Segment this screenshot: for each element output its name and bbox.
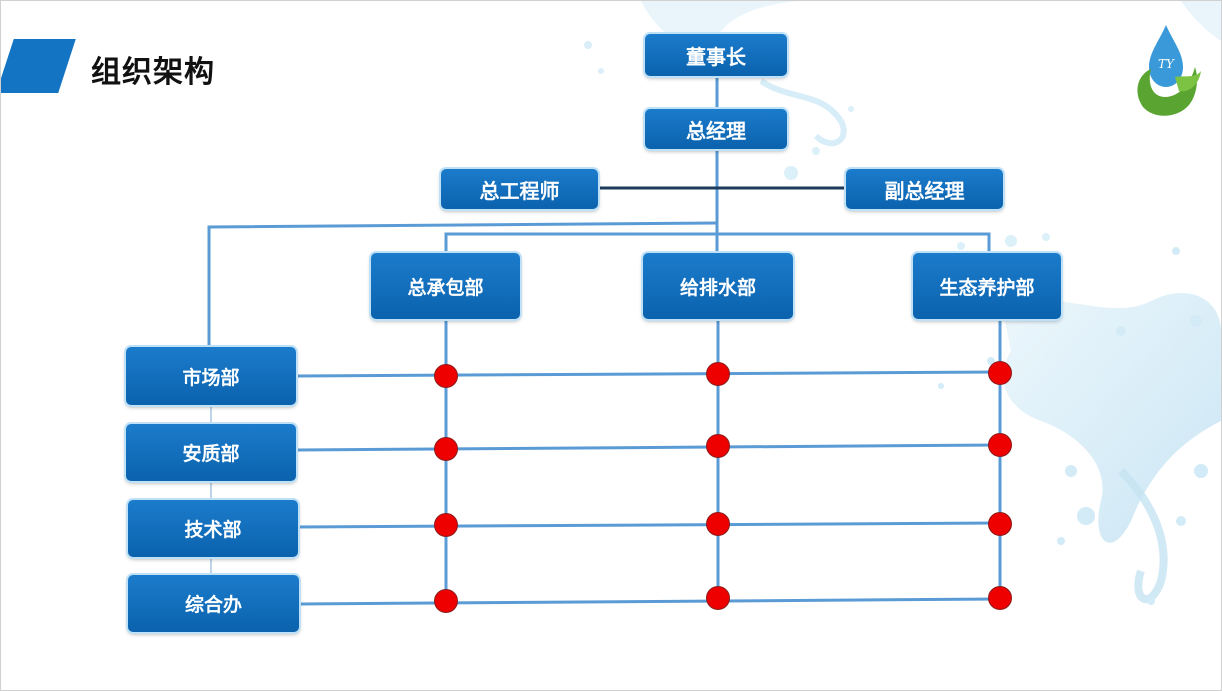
matrix-node-dot: [706, 434, 730, 458]
node-dept-market[interactable]: 市场部: [126, 347, 296, 405]
matrix-node-dot: [706, 362, 730, 386]
matrix-node-dot: [434, 437, 458, 461]
node-dept-eco[interactable]: 生态养护部: [913, 253, 1061, 319]
node-dept-contracting[interactable]: 总承包部: [371, 253, 520, 319]
matrix-node-dot: [988, 433, 1012, 457]
node-dept-safety[interactable]: 安质部: [126, 424, 296, 481]
matrix-node-dot: [706, 512, 730, 536]
node-dept-water[interactable]: 给排水部: [643, 253, 793, 319]
matrix-node-dot: [434, 589, 458, 613]
node-chief-engineer[interactable]: 总工程师: [441, 169, 598, 209]
matrix-node-dot: [988, 361, 1012, 385]
node-chairman[interactable]: 董事长: [645, 34, 787, 76]
matrix-node-dot: [434, 513, 458, 537]
company-logo-icon: TY: [1137, 25, 1201, 116]
matrix-node-dot: [434, 364, 458, 388]
node-dept-tech[interactable]: 技术部: [128, 500, 298, 557]
node-dept-office[interactable]: 综合办: [128, 575, 299, 632]
matrix-node-dot: [706, 586, 730, 610]
page-title: 组织架构: [91, 55, 215, 90]
logo-text: TY: [1158, 57, 1175, 71]
node-general-manager[interactable]: 总经理: [645, 109, 787, 149]
matrix-node-dot: [988, 512, 1012, 536]
matrix-node-dot: [988, 586, 1012, 610]
node-deputy-gm[interactable]: 副总经理: [846, 169, 1003, 209]
